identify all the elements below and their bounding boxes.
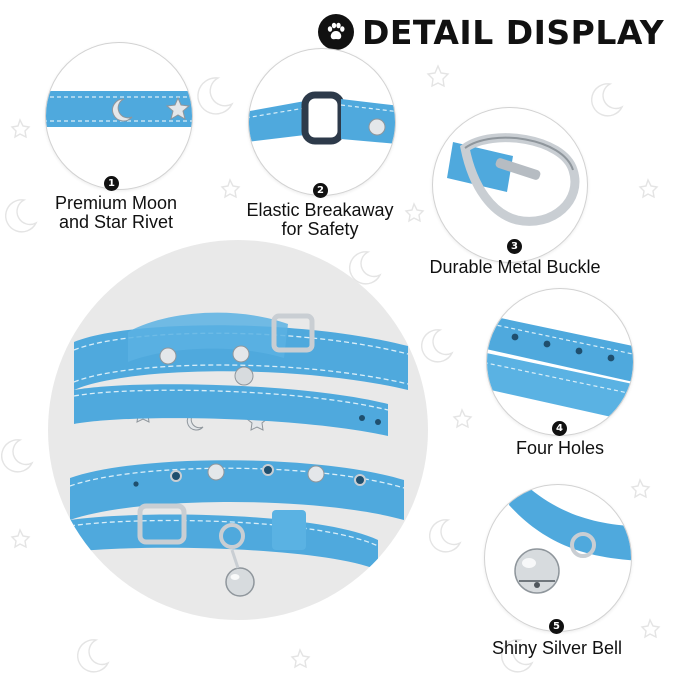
buckle-bottom (137, 503, 187, 545)
star-deco-icon (220, 178, 241, 199)
paw-icon (318, 14, 354, 50)
star-deco-icon (426, 64, 450, 88)
detail-image-holes (486, 288, 634, 436)
moon-deco-icon (197, 77, 234, 115)
page-header: DETAIL DISPLAY (318, 10, 664, 54)
detail-image-buckle (432, 107, 588, 263)
feature-label-buckle: Durable Metal Buckle (429, 257, 601, 277)
feature-label-line: Elastic Breakaway (246, 200, 394, 220)
feature-number-badge: 5 (549, 619, 564, 634)
star-rivet-icon (165, 96, 191, 121)
moon-deco-icon (591, 83, 624, 117)
feature-label-line: and Star Rivet (58, 212, 174, 232)
moon-deco-icon (429, 519, 462, 553)
detail-image-breakaway (248, 48, 396, 196)
belt-hole (607, 354, 615, 362)
product-image (48, 240, 428, 620)
collar-bottom (69, 460, 405, 597)
bell (225, 567, 255, 597)
detail-image-rivet (45, 42, 193, 190)
star-deco-icon (640, 618, 661, 639)
feature-label-line: for Safety (281, 219, 359, 239)
feature-label-bell: Shiny Silver Bell (491, 638, 623, 658)
belt-hole (543, 340, 551, 348)
feature-number-badge: 3 (507, 239, 522, 254)
feature-label-line: Premium Moon (54, 193, 178, 213)
elastic-band (301, 91, 345, 145)
detail-image-bell (484, 484, 632, 632)
bell (234, 366, 254, 386)
moon-deco-icon (77, 639, 110, 673)
moon-rivet-icon (112, 98, 133, 122)
moon-deco-icon (1, 439, 34, 473)
buckle-top (271, 313, 315, 353)
moon-deco-icon (421, 329, 454, 363)
star-deco-icon (638, 178, 659, 199)
feature-label-breakaway: Elastic Breakaway for Safety (226, 201, 414, 239)
collar-top (73, 312, 409, 436)
star-deco-icon (452, 408, 473, 429)
feature-label-rivet: Premium Moon and Star Rivet (30, 194, 202, 232)
feature-label-holes: Four Holes (515, 438, 605, 458)
star-deco-icon (10, 118, 31, 139)
star-deco-icon (630, 478, 651, 499)
feature-number-badge: 1 (104, 176, 119, 191)
belt-hole (511, 333, 519, 341)
page-title: DETAIL DISPLAY (362, 12, 665, 52)
feature-number-badge: 2 (313, 183, 328, 198)
feature-number-badge: 4 (552, 421, 567, 436)
star-deco-icon (290, 648, 311, 669)
belt-hole (575, 347, 583, 355)
star-deco-icon (10, 528, 31, 549)
